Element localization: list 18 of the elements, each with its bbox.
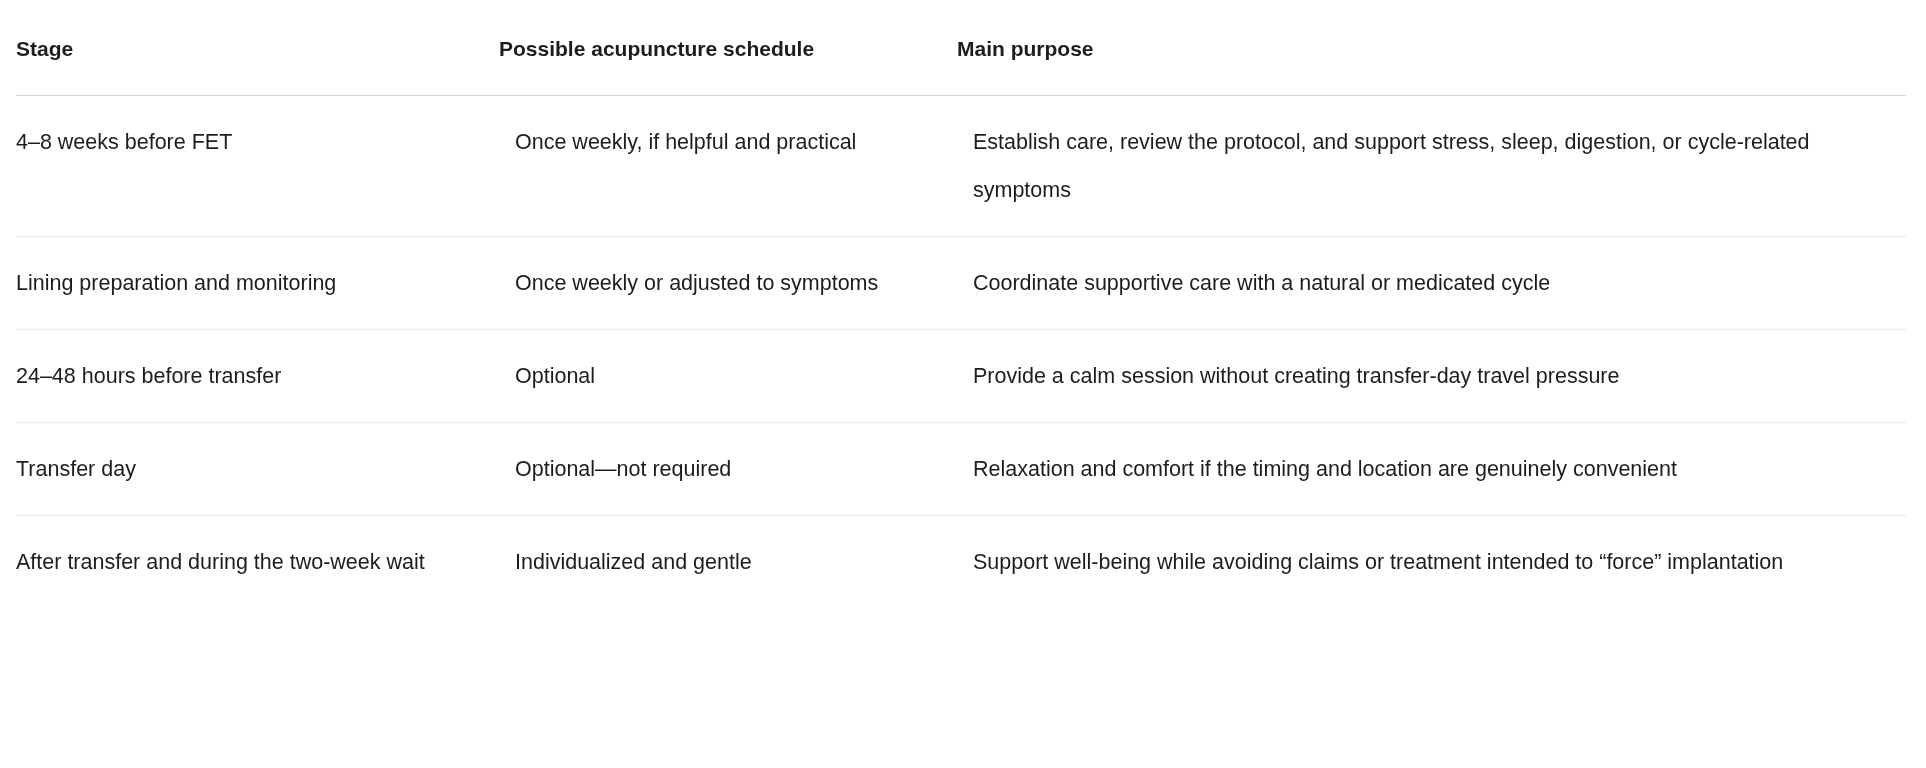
table-cell-text: Once weekly, if helpful and practical [515,129,858,156]
column-header: Stage [16,35,75,62]
table-cell-text: Optional—not required [515,456,733,483]
table-cell-text: Individualized and gentle [515,549,753,576]
column-header: Main purpose [957,35,1095,62]
table-cell-text: Lining preparation and monitoring [16,270,338,297]
table-cell-text: Relaxation and comfort if the timing and location are genuinely convenient [973,456,1678,483]
table-cell-text: Establish care, review the protocol, and support stress, sleep, digestion, or cycle-related symptoms [973,129,1811,204]
column-header: Possible acupuncture schedule [499,35,816,62]
table-cell-text: Optional [515,363,597,390]
table-cell-text: Provide a calm session without creating transfer-day travel pressure [973,363,1621,390]
table-cell-text: Coordinate supportive care with a natural or medicated cycle [973,270,1552,297]
table-cell-text: Once weekly or adjusted to symptoms [515,270,880,297]
table-cell-text: 24–48 hours before transfer [16,363,283,390]
table-cell-text: 4–8 weeks before FET [16,129,234,156]
table-cell-text: After transfer and during the two-week wait [16,549,426,576]
table-cell-text: Transfer day [16,456,137,483]
table-cell-text: Support well-being while avoiding claims or treatment intended to “force” implantation [973,549,1785,576]
